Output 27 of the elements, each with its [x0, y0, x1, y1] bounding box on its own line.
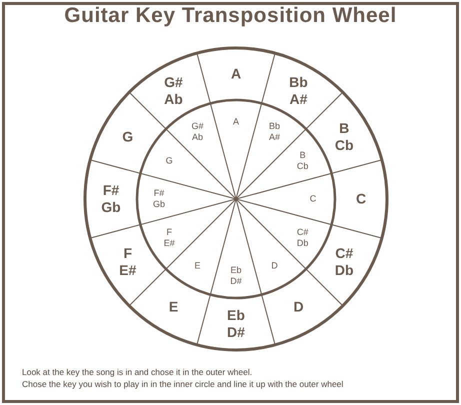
- inner-key-label: C: [310, 194, 316, 204]
- outer-key-label: F# Gb: [101, 182, 121, 216]
- outer-key-label: E: [168, 298, 178, 316]
- inner-key-label: B Cb: [296, 150, 308, 172]
- inner-key-label: E: [194, 260, 200, 272]
- outer-key-label: G# Ab: [164, 74, 183, 108]
- instruction-text: Look at the key the song is in and chose it in the outer wheel.: [22, 367, 252, 377]
- outer-key-label: B Cb: [334, 120, 354, 154]
- title: Guitar Key Transposition Wheel: [63, 4, 398, 28]
- inner-key-label: G# Ab: [192, 121, 204, 144]
- outer-key-label: F E#: [119, 244, 136, 278]
- inner-key-label: F# Gb: [153, 188, 165, 210]
- inner-key-label: D: [271, 260, 278, 272]
- inner-key-label: C# Db: [296, 226, 308, 248]
- outer-key-label: Bb A#: [289, 74, 308, 108]
- instruction-text: Chose the key you wish to play in in the inner circle and line it up with the outer wheel: [22, 379, 344, 389]
- inner-key-label: A: [233, 116, 239, 128]
- outer-key-label: C# Db: [334, 244, 354, 278]
- outer-key-label: D: [293, 298, 304, 316]
- outer-key-label: G: [122, 128, 134, 145]
- inner-key-label: Eb D#: [230, 265, 242, 287]
- outer-key-label: A: [230, 66, 242, 82]
- outer-key-label: Eb D#: [227, 307, 245, 341]
- outer-key-label: C: [356, 190, 366, 208]
- inner-key-label: Bb A#: [269, 121, 280, 144]
- inner-key-label: G: [166, 155, 173, 166]
- inner-key-label: F E#: [164, 226, 175, 248]
